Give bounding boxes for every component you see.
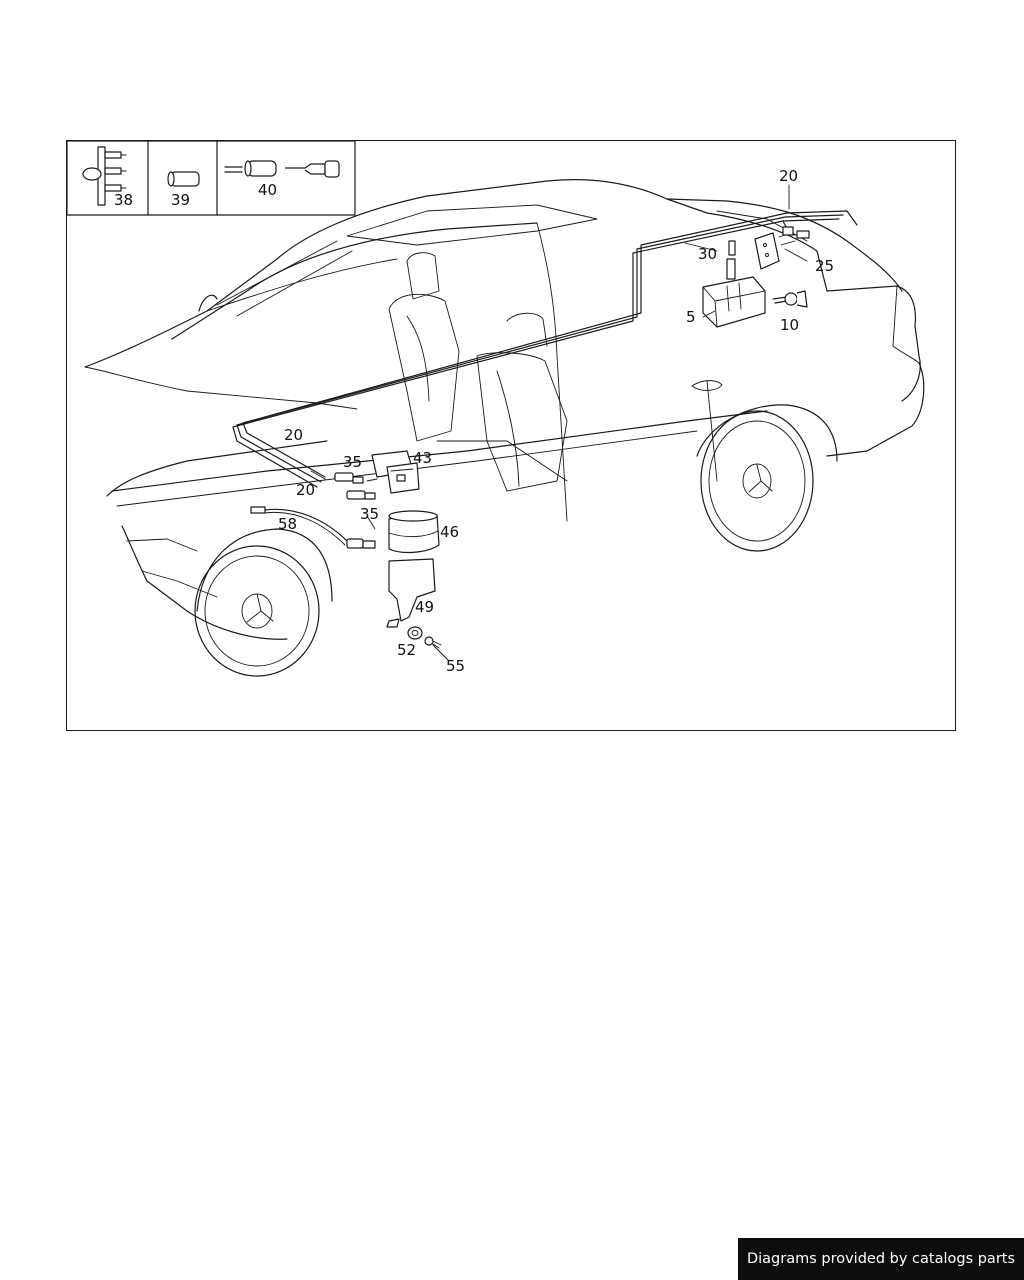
control-unit-5-icon: [702, 240, 766, 328]
callout-20-low: 20: [296, 481, 316, 499]
inset-panel: [67, 141, 356, 216]
bracket-25-icon: [754, 226, 810, 270]
callout-20-mid: 20: [284, 426, 304, 444]
callout-38: 38: [114, 191, 134, 209]
callout-40: 40: [258, 181, 278, 199]
callout-10: 10: [780, 316, 800, 334]
connector-38-icon: [82, 146, 127, 206]
car-body: [84, 178, 925, 677]
callout-43: 43: [413, 449, 433, 467]
callout-35-a: 35: [343, 453, 363, 471]
hose-39-icon: [167, 171, 200, 187]
callout-20-top: 20: [779, 167, 799, 185]
callout-35-b: 35: [360, 505, 380, 523]
bolt-55-icon: [424, 636, 442, 649]
callout-55: 55: [446, 657, 466, 675]
parts-diagram: 38 39 40 20 30 25 5 10 20 35 43 20 35 58…: [66, 140, 956, 731]
footer-attribution: Diagrams provided by catalogs parts: [738, 1238, 1024, 1280]
callout-5: 5: [686, 308, 696, 326]
bracket-49-icon: [386, 558, 436, 628]
hose-58-icon: [250, 506, 376, 549]
seats: [388, 252, 568, 492]
switch-unit-43-icon: [371, 450, 420, 494]
leader-lines: [310, 184, 808, 662]
washer-52-icon: [407, 626, 423, 640]
screw-10-icon: [772, 290, 808, 308]
footer-text: Diagrams provided by catalogs parts: [746, 1251, 1016, 1267]
callout-30: 30: [698, 245, 718, 263]
pump-46-icon: [388, 510, 440, 554]
callout-46: 46: [440, 523, 460, 541]
pipe-run: [232, 210, 858, 488]
callout-25: 25: [815, 257, 835, 275]
callout-49: 49: [415, 598, 435, 616]
callout-58: 58: [278, 515, 298, 533]
connector-35-icon: [334, 472, 376, 500]
callout-39: 39: [171, 191, 191, 209]
callout-52: 52: [397, 641, 417, 659]
car-line-drawing: [67, 141, 925, 677]
connector-40-icon: [224, 160, 340, 178]
